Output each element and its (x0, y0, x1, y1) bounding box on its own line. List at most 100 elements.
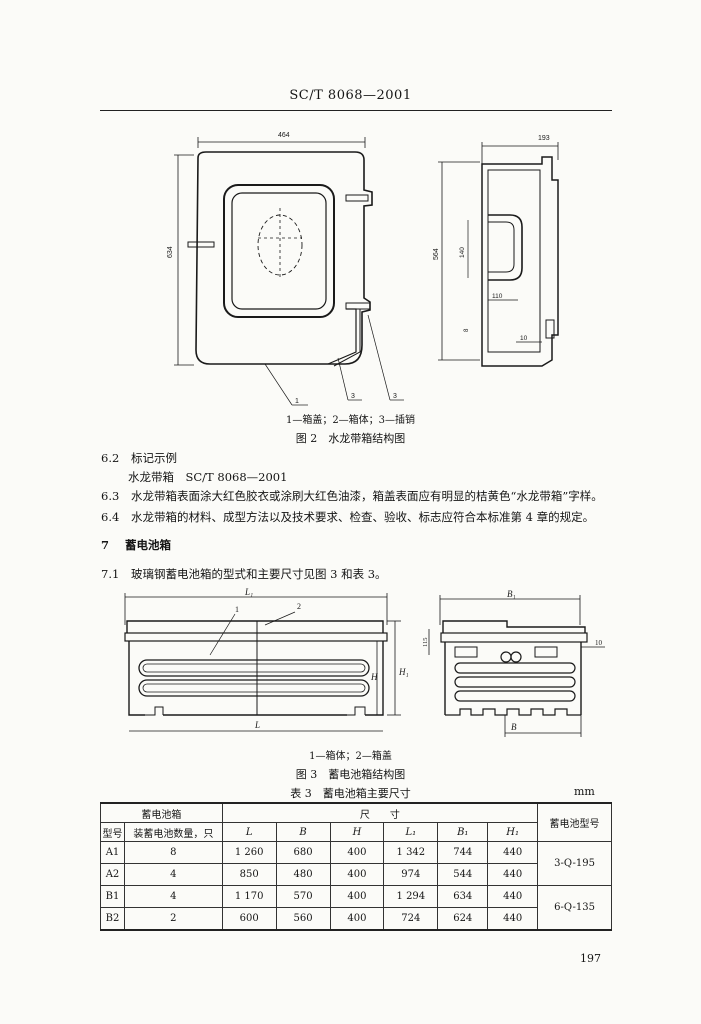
cell-L: 1 260 (221, 841, 277, 864)
table-row: A1 8 1 260 680 400 1 342 744 440 3-Q-195 (100, 841, 612, 886)
table3-model-header: 蓄电池型号 (537, 802, 612, 842)
section-6-3-number: 6.3 (101, 489, 120, 503)
section-7-heading: 7 蓄电池箱 (101, 537, 171, 553)
table3-col-H: H (329, 822, 385, 842)
section-7-number: 7 (101, 538, 110, 552)
section-7-1-number: 7.1 (101, 567, 120, 581)
table3-header-row-2: 型号 装蓄电池数量，只 L B H L₁ B₁ H₁ (100, 822, 612, 842)
table3-header-row-1: 蓄电池箱 尺 寸 蓄电池型号 (100, 802, 612, 842)
section-7-1: 7.1 玻璃钢蓄电池箱的型式和主要尺寸见图 3 和表 3。 (101, 566, 387, 582)
table3-col-L1: L₁ (383, 822, 439, 842)
section-6-4: 6.4 水龙带箱的材料、成型方法以及技术要求、检查、验收、标志应符合本标准第 4… (101, 509, 594, 525)
fig3-label-B: B (511, 722, 517, 732)
cell-L1: 974 (383, 863, 439, 886)
section-6-4-number: 6.4 (101, 510, 120, 524)
fig2-callout-1: 1 (295, 398, 299, 405)
table3: 蓄电池箱 尺 寸 蓄电池型号 型号 装蓄电池数量，只 L B H L₁ B₁ H… (100, 802, 612, 931)
fig2-dim-10: 10 (520, 335, 528, 342)
section-7-1-text: 玻璃钢蓄电池箱的型式和主要尺寸见图 3 和表 3。 (130, 567, 387, 581)
fig2-dim-height-right: 564 (433, 248, 440, 260)
cell-H: 400 (329, 841, 385, 864)
cell-H1: 440 (487, 885, 539, 908)
fig2-callout-2: 3 (351, 393, 355, 400)
cell-B1: 744 (437, 841, 489, 864)
table3-col-B1: B₁ (437, 822, 489, 842)
section-6-3: 6.3 水龙带箱表面涂大红色胶衣或涂刷大红色油漆，箱盖表面应有明显的桔黄色“水龙… (101, 488, 603, 504)
figure3-caption: 图 3 蓄电池箱结构图 (295, 768, 406, 781)
table3-size-header: 尺 寸 (221, 802, 539, 823)
fig3-callout-1: 1 (235, 605, 239, 614)
cell-B1: 624 (437, 907, 489, 931)
cell-type: A2 (100, 863, 125, 886)
page-header-title: SC/T 8068—2001 (289, 88, 412, 103)
table3-col-count: 装蓄电池数量，只 (123, 822, 223, 842)
cell-B1: 544 (437, 863, 489, 886)
cell-H1: 440 (487, 863, 539, 886)
figure2-legend: 1—箱盖；2—箱体；3—插销 (285, 415, 416, 426)
cell-B1: 634 (437, 885, 489, 908)
figure3-legend: 1—箱体；2—箱盖 (309, 751, 392, 762)
cell-H1: 440 (487, 841, 539, 864)
cell-H1: 440 (487, 907, 539, 931)
fig3-label-B1: B₁ (507, 589, 516, 599)
fig3-dim-10: 10 (595, 639, 603, 647)
cell-B: 680 (275, 841, 331, 864)
fig2-dim-right-width: 193 (538, 135, 550, 142)
table3-col-type: 型号 (100, 822, 125, 842)
fig2-callout-3: 3 (393, 393, 397, 400)
cell-count: 8 (123, 841, 223, 864)
cell-count: 4 (123, 863, 223, 886)
cell-model: 6-Q-135 (537, 885, 612, 931)
cell-H: 400 (329, 907, 385, 931)
section-6-2-number: 6.2 (101, 451, 120, 465)
table3-col-H1: H₁ (487, 822, 539, 842)
table3-unit: mm (574, 785, 595, 798)
section-6-3-text: 水龙带箱表面涂大红色胶衣或涂刷大红色油漆，箱盖表面应有明显的桔黄色“水龙带箱”字… (130, 489, 603, 503)
fig3-label-L: L (254, 720, 260, 730)
cell-B: 570 (275, 885, 331, 908)
cell-L: 850 (221, 863, 277, 886)
table3-group-header: 蓄电池箱 (100, 802, 223, 823)
cell-count: 2 (123, 907, 223, 931)
fig2-dim-8: 8 (464, 328, 470, 332)
fig3-callout-2: 2 (297, 602, 301, 611)
fig3-label-H1: H₁ (398, 667, 409, 677)
cell-L1: 1 294 (383, 885, 439, 908)
cell-B: 480 (275, 863, 331, 886)
cell-B: 560 (275, 907, 331, 931)
table3-caption: 表 3 蓄电池箱主要尺寸 (290, 787, 411, 800)
page-number: 197 (580, 952, 601, 965)
fig3-label-H: H (370, 672, 378, 682)
cell-model: 3-Q-195 (537, 841, 612, 886)
cell-type: B2 (100, 907, 125, 931)
section-6-2: 6.2 标记示例 (101, 450, 177, 466)
figure3-drawing: L₁ 1 2 L H H₁ B₁ 115 10 B (124, 587, 605, 737)
table-row: A2 4 850 480 400 974 544 440 (100, 863, 612, 886)
cell-count: 4 (123, 885, 223, 908)
cell-L1: 1 342 (383, 841, 439, 864)
table-row: B1 4 1 170 570 400 1 294 634 440 6-Q-135 (100, 885, 612, 931)
cell-type: A1 (100, 841, 125, 864)
figure2-drawing: 464 634 1 3 3 193 564 140 110 8 10 (167, 132, 559, 406)
figure2-caption: 图 2 水龙带箱结构图 (295, 432, 406, 445)
section-7-title: 蓄电池箱 (125, 538, 172, 552)
table3-col-L: L (221, 822, 277, 842)
cell-L1: 724 (383, 907, 439, 931)
fig3-label-L1: L₁ (244, 587, 253, 597)
cell-type: B1 (100, 885, 125, 908)
table3-col-B: B (275, 822, 331, 842)
cell-L: 600 (221, 907, 277, 931)
section-6-2-example: 水龙带箱 SC/T 8068—2001 (128, 470, 288, 484)
cell-L: 1 170 (221, 885, 277, 908)
header-rule (100, 110, 612, 111)
section-6-4-text: 水龙带箱的材料、成型方法以及技术要求、检查、验收、标志应符合本标准第 4 章的规… (130, 510, 595, 524)
table-row: B2 2 600 560 400 724 624 440 (100, 907, 612, 931)
cell-H: 400 (329, 863, 385, 886)
fig3-dim-115: 115 (422, 637, 429, 647)
fig2-dim-width: 464 (278, 132, 290, 139)
section-6-2-title: 标记示例 (130, 451, 177, 465)
fig2-dim-110: 110 (492, 293, 503, 300)
cell-H: 400 (329, 885, 385, 908)
fig2-dim-140: 140 (459, 247, 466, 258)
fig2-dim-height-left: 634 (167, 246, 174, 258)
